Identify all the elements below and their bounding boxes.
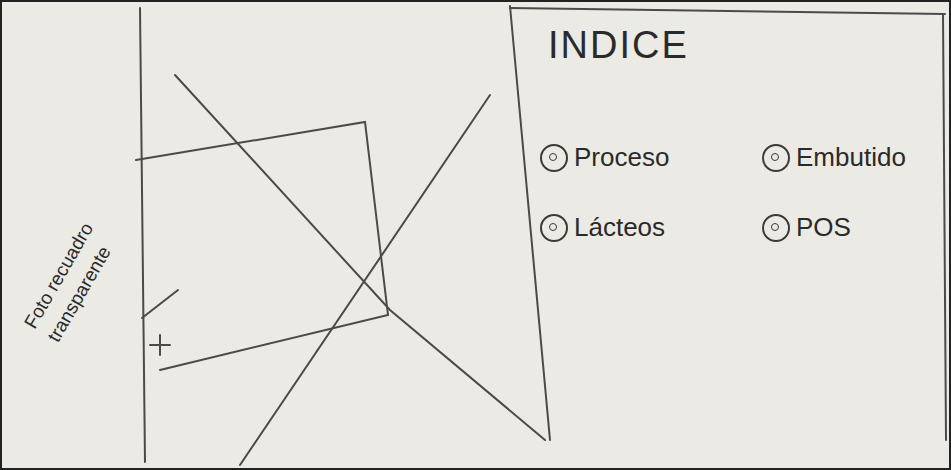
radio-bullet xyxy=(540,144,568,172)
frame-left xyxy=(140,8,145,462)
radio-bullet xyxy=(762,214,790,242)
cross-line xyxy=(240,95,490,465)
radio-option: Lácteos xyxy=(540,212,665,243)
index-item: Lácteos xyxy=(574,212,665,243)
cross-line xyxy=(175,75,545,440)
index-heading: INDICE xyxy=(548,24,689,67)
index-item: POS xyxy=(796,212,851,243)
radio-option: Proceso xyxy=(540,142,669,173)
radio-bullet xyxy=(762,144,790,172)
index-panel: INDICE Proceso EmbutidoLácteos POS xyxy=(530,14,940,434)
radio-option: POS xyxy=(762,212,851,243)
frame-divider xyxy=(510,6,550,440)
leader-line xyxy=(142,290,178,318)
cross-mark xyxy=(150,335,170,355)
index-item: Embutido xyxy=(796,142,906,173)
annotation-note: Foto recuadro transparente xyxy=(18,213,127,348)
index-item: Proceso xyxy=(574,142,669,173)
panel-top xyxy=(510,8,945,14)
radio-bullet xyxy=(540,214,568,242)
radio-option: Embutido xyxy=(762,142,906,173)
photo-box xyxy=(136,122,388,370)
pencil-lines xyxy=(136,6,946,465)
panel-right xyxy=(943,14,946,440)
